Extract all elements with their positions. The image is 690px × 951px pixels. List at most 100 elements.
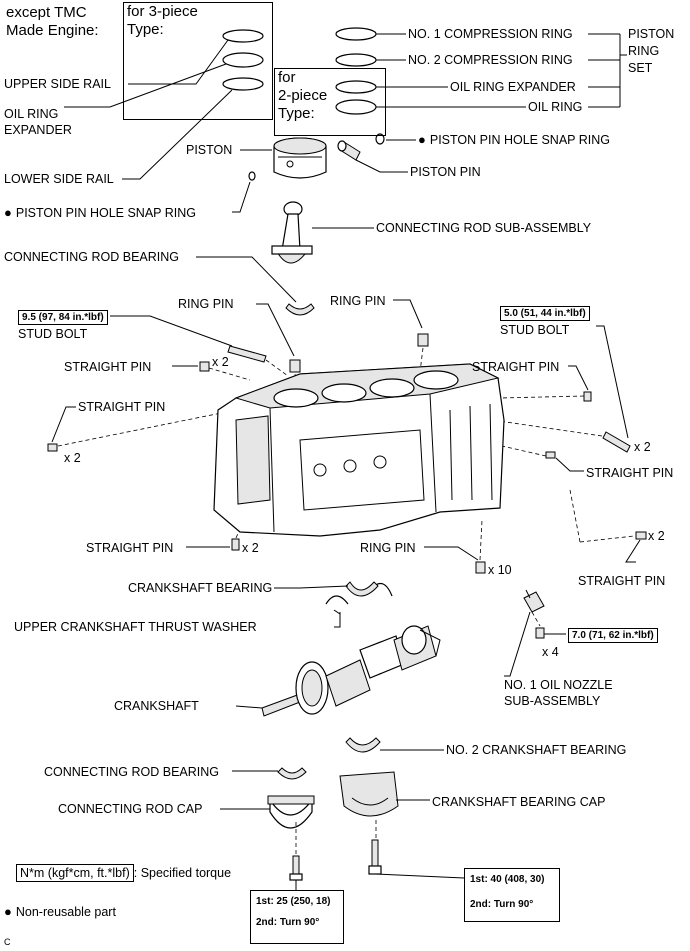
ring-pin-bottom-icon — [475, 561, 486, 574]
ring-pin-left-icon — [289, 359, 301, 373]
straight-pin-5-icon — [231, 538, 240, 551]
figure-code: C — [4, 937, 11, 947]
no1-compression-ring-label: NO. 1 COMPRESSION RING — [408, 27, 573, 41]
piston-pin-snap-ring-left-label: PISTON PIN HOLE SNAP RING — [4, 206, 196, 220]
straight-pin-3-label: STRAIGHT PIN — [472, 360, 560, 374]
oil-nozzle-label-2: SUB-ASSEMBLY — [504, 694, 601, 708]
nozzle-bolt-icon — [535, 627, 545, 639]
piston-ring-set-label-3: SET — [628, 61, 653, 75]
ring-pin-left-label: RING PIN — [178, 297, 234, 311]
crankshaft-bearing-cap-label: CRANKSHAFT BEARING CAP — [432, 795, 606, 809]
piston-pin-snap-ring-top-label: PISTON PIN HOLE SNAP RING — [418, 133, 610, 147]
straight-pin-1-icon — [199, 361, 210, 372]
ring-pin-bottom-qty: x 10 — [488, 563, 512, 577]
piston-icon — [273, 137, 327, 179]
thrust-washer-label: UPPER CRANKSHAFT THRUST WASHER — [14, 620, 257, 634]
header-made-engine: Made Engine: — [6, 22, 99, 39]
conn-rod-bearing-top-icon — [285, 303, 315, 316]
stud-bolt-left-label: STUD BOLT — [18, 327, 88, 341]
ring-pin-mid-label: RING PIN — [330, 294, 386, 308]
header-except-tmc: except TMC — [6, 4, 87, 21]
main-cap-torque-box — [464, 868, 560, 922]
piston-ring-set-label-2: RING — [628, 44, 660, 58]
non-reusable-legend: Non-reusable part — [4, 905, 116, 919]
main-cap-bolt-icon — [368, 839, 382, 875]
stud-bolt-right-icon — [602, 431, 631, 453]
torque-legend: N*m (kgf*cm, ft.*lbf): Specified torque — [16, 864, 232, 882]
torque-legend-text: : Specified torque — [133, 866, 232, 880]
oil-ring-expander-3p-icon — [222, 52, 264, 68]
for-3piece-label: for 3-piece — [127, 3, 198, 20]
no2-compression-ring-label: NO. 2 COMPRESSION RING — [408, 53, 573, 67]
stud-bolt-left-torque: 9.5 (97, 84 in.*lbf) — [18, 310, 108, 325]
oil-ring-expander-3p-label-2: EXPANDER — [4, 123, 72, 137]
conn-rod-bearing-bottom-icon — [277, 767, 307, 780]
straight-pin-1-label: STRAIGHT PIN — [64, 360, 152, 374]
stud-bolt-left-icon — [227, 345, 267, 363]
straight-pin-6-label: STRAIGHT PIN — [578, 574, 666, 588]
connecting-rod-icon — [271, 201, 313, 264]
main-cap-torque-1: 1st: 40 (408, 30) — [470, 874, 545, 885]
two-piece-box — [274, 68, 386, 136]
oil-nozzle-bolt-qty: x 4 — [542, 645, 559, 659]
snap-ring-left-icon — [248, 171, 256, 181]
oil-nozzle-torque: 7.0 (71, 62 in.*lbf) — [568, 628, 658, 643]
torque-legend-units: N*m (kgf*cm, ft.*lbf) — [16, 864, 134, 882]
ring-pin-bottom-label: RING PIN — [360, 541, 416, 555]
cylinder-block-icon — [213, 363, 505, 537]
straight-pin-2-qty: x 2 — [64, 451, 81, 465]
piston-pin-icon — [337, 140, 361, 161]
stud-bolt-right-torque: 5.0 (51, 44 in.*lbf) — [500, 306, 590, 321]
crankshaft-label: CRANKSHAFT — [114, 699, 199, 713]
oil-ring-label: OIL RING — [528, 100, 583, 114]
lower-side-rail-label: LOWER SIDE RAIL — [4, 172, 114, 186]
for-2piece-count-label: 2-piece — [278, 87, 328, 104]
rod-cap-torque-box — [250, 890, 344, 944]
crankshaft-icon — [261, 625, 441, 717]
rod-cap-bolt-icon — [289, 855, 303, 881]
oil-ring-expander-2p-label: OIL RING EXPANDER — [450, 80, 576, 94]
straight-pin-6-qty: x 2 — [648, 529, 665, 543]
no2-crankshaft-bearing-label: NO. 2 CRANKSHAFT BEARING — [446, 743, 627, 757]
snap-ring-top-icon — [375, 133, 385, 145]
stud-bolt-right-label: STUD BOLT — [500, 323, 570, 337]
connecting-rod-cap-label: CONNECTING ROD CAP — [58, 802, 203, 816]
straight-pin-3-icon — [583, 391, 592, 402]
straight-pin-2-label: STRAIGHT PIN — [78, 400, 166, 414]
rod-cap-torque-1: 1st: 25 (250, 18) — [256, 896, 331, 907]
oil-nozzle-icon — [523, 589, 545, 613]
no2-compression-ring-icon — [335, 53, 377, 67]
rod-cap-torque-2: 2nd: Turn 90° — [256, 917, 320, 928]
lower-side-rail-icon — [222, 77, 264, 91]
ring-pin-mid-icon — [417, 333, 429, 347]
main-cap-torque-2: 2nd: Turn 90° — [470, 899, 534, 910]
three-piece-box — [123, 2, 273, 120]
straight-pin-2-icon — [47, 443, 58, 452]
oil-ring-expander-3p-label-1: OIL RING — [4, 107, 59, 121]
oil-nozzle-label-1: NO. 1 OIL NOZZLE — [504, 678, 613, 692]
connecting-rod-bearing-top-label: CONNECTING ROD BEARING — [4, 250, 180, 264]
crank-bearing-cap-icon — [339, 771, 399, 817]
for-2piece-type-label: Type: — [278, 105, 315, 122]
for-2piece-label: for — [278, 69, 296, 86]
piston-label: PISTON — [186, 143, 233, 157]
straight-pin-4-label: STRAIGHT PIN — [586, 466, 674, 480]
stud-bolt-right-qty: x 2 — [634, 440, 651, 454]
piston-pin-label: PISTON PIN — [410, 165, 481, 179]
no2-crank-bearing-icon — [345, 737, 381, 753]
straight-pin-5-qty: x 2 — [242, 541, 259, 555]
conn-rod-cap-icon — [267, 795, 315, 829]
for-3piece-type-label: Type: — [127, 21, 164, 38]
no1-compression-ring-icon — [335, 27, 377, 41]
straight-pin-4-icon — [545, 451, 556, 459]
straight-pin-5-label: STRAIGHT PIN — [86, 541, 174, 555]
straight-pin-6-icon — [635, 531, 647, 540]
connecting-rod-sub-label: CONNECTING ROD SUB-ASSEMBLY — [376, 221, 592, 235]
crankshaft-bearing-icon — [345, 581, 379, 597]
upper-side-rail-icon — [222, 29, 264, 43]
piston-ring-set-label-1: PISTON — [628, 27, 675, 41]
upper-side-rail-label: UPPER SIDE RAIL — [4, 77, 111, 91]
crankshaft-bearing-label: CRANKSHAFT BEARING — [128, 581, 273, 595]
